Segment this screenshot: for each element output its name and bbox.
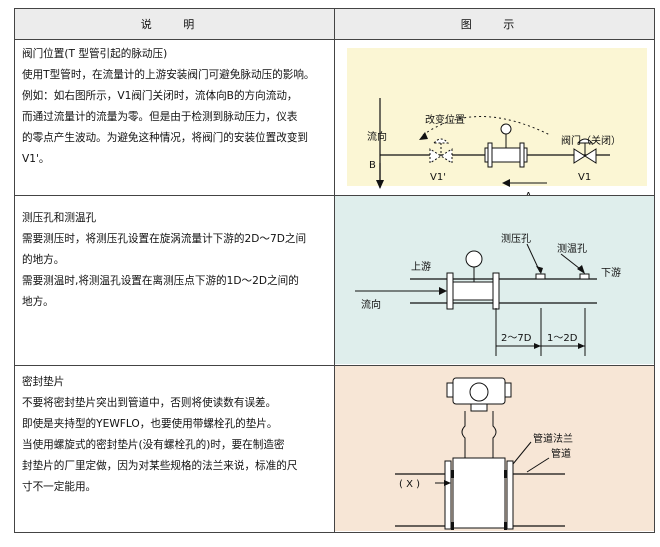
label-temperature-hole: 测温孔	[557, 242, 587, 255]
figure-background	[347, 48, 647, 186]
row3-title: 密封垫片	[22, 376, 65, 388]
table-header: 说 明 图 示	[14, 8, 655, 40]
row2-line: 的地方。	[22, 254, 65, 266]
valve-diagram: 改变位置 流向 B A 阀门（关闭） V1' V1	[367, 98, 621, 195]
row3-line: 寸不一定能用。	[22, 481, 97, 493]
label-valve-closed: 阀门（关闭）	[561, 134, 621, 147]
gasket-diagram: 管道法兰 管道 ( X )	[395, 377, 573, 530]
label-pipe: 管道	[551, 447, 571, 460]
label-upstream: 上游	[411, 260, 431, 273]
label-flow: 流向	[361, 298, 381, 311]
row2-line: 地方。	[22, 296, 54, 308]
row2-text: 测压孔和测温孔 需要测压时，将测压孔设置在旋涡流量计下游的2D～7D之间 的地方…	[14, 195, 335, 366]
header-description: 说 明	[14, 8, 335, 40]
row1-line: 的零点产生波动。为避免这种情况，将阀门的安装位置改变到	[22, 132, 309, 144]
label-dim-2-7d: 2～7D	[501, 333, 532, 344]
label-change-position: 改变位置	[425, 113, 465, 126]
label-v1-prime: V1'	[430, 172, 446, 183]
row1-line: 而通过流量计的流量为零。但是由于检测到脉动压力，仪表	[22, 111, 298, 123]
row1-line: 例如：如右图所示，V1阀门关闭时，流体向B的方向流动，	[22, 90, 298, 102]
row3-text: 密封垫片 不要将密封垫片突出到管道中，否则将使读数有误差。 即使是夹持型的YEW…	[14, 365, 335, 533]
row1-title: 阀门位置(T 型管引起的脉动压)	[22, 48, 168, 60]
row3-line: 当使用螺旋式的密封垫片(没有螺栓孔的)时，要在制造密	[22, 439, 285, 451]
row-gasket: 密封垫片 不要将密封垫片突出到管道中，否则将使读数有误差。 即使是夹持型的YEW…	[14, 365, 655, 533]
row1-line: 使用T型管时，在流量计的上游安装阀门可避免脉动压的影响。	[22, 69, 315, 81]
pressure-temp-diagram: 测压孔 测温孔 上游 下游 流向 2～7D 1～2D	[355, 232, 621, 356]
row-valve-position: 阀门位置(T 型管引起的脉动压) 使用T型管时，在流量计的上游安装阀门可避免脉动…	[14, 39, 655, 196]
row2-line: 需要测温时,将测温孔设置在离测压点下游的1D～2D之间的	[22, 275, 299, 287]
row2-figure: 测压孔 测温孔 上游 下游 流向 2～7D 1～2D	[334, 195, 655, 366]
label-dim-1-2d: 1～2D	[547, 333, 578, 344]
label-pipe-flange: 管道法兰	[533, 432, 573, 445]
row3-line: 不要将密封垫片突出到管道中，否则将使读数有误差。	[22, 397, 277, 409]
row2-title: 测压孔和测温孔	[22, 212, 97, 224]
spec-table: 说 明 图 示 阀门位置(T 型管引起的脉动压) 使用T型管时，在流量计的上游安…	[14, 8, 655, 533]
row1-figure: 改变位置 流向 B A 阀门（关闭） V1' V1	[334, 39, 655, 196]
row1-line: V1'。	[22, 153, 50, 165]
row2-line: 需要测压时，将测压孔设置在旋涡流量计下游的2D～7D之间	[22, 233, 307, 245]
header-figure: 图 示	[334, 8, 655, 40]
label-x: ( X )	[399, 479, 420, 490]
label-flow: 流向	[367, 130, 387, 143]
label-downstream: 下游	[601, 266, 621, 279]
row1-text: 阀门位置(T 型管引起的脉动压) 使用T型管时，在流量计的上游安装阀门可避免脉动…	[14, 39, 335, 196]
row3-figure: 管道法兰 管道 ( X )	[334, 365, 655, 533]
row-pressure-temperature-holes: 测压孔和测温孔 需要测压时，将测压孔设置在旋涡流量计下游的2D～7D之间 的地方…	[14, 195, 655, 366]
label-pressure-hole: 测压孔	[501, 232, 531, 245]
label-a: A	[525, 191, 532, 195]
label-b: B	[369, 160, 376, 171]
row3-line: 即使是夹持型的YEWFLO，也要使用带螺栓孔的垫片。	[22, 418, 278, 430]
label-v1: V1	[578, 172, 591, 183]
row3-line: 封垫片的厂里定做，因为对某些规格的法兰来说，标准的尺	[22, 460, 298, 472]
